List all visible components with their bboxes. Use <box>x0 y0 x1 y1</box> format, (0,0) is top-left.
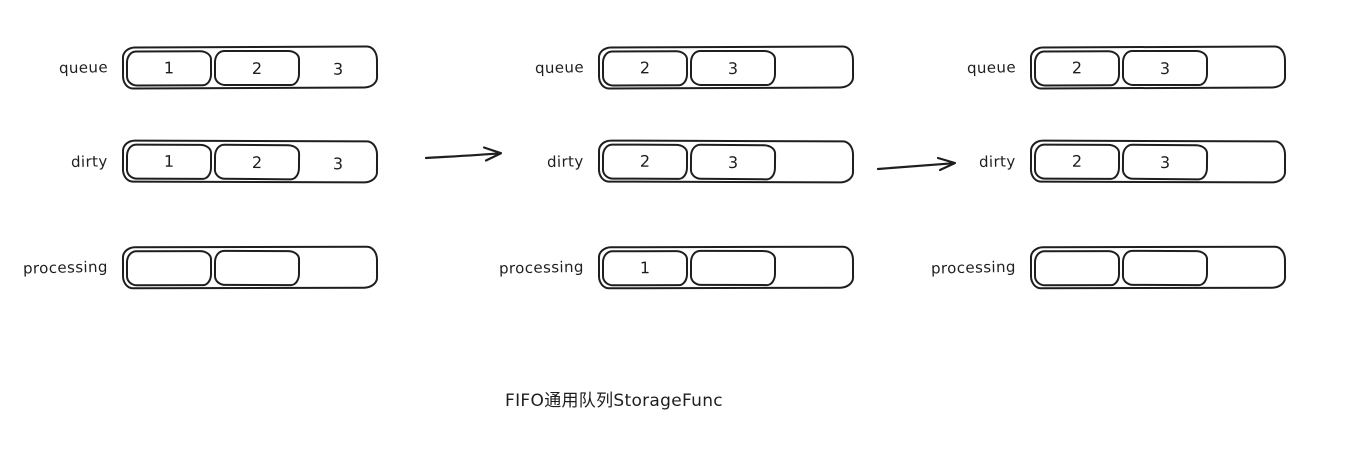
row-label: processing <box>498 257 585 278</box>
queue-item-cell: 2 <box>1033 49 1121 87</box>
queue-item-text: 3 <box>332 59 344 79</box>
queue-item-cell: 2 <box>213 143 301 180</box>
empty-slot <box>778 144 850 180</box>
row-label: queue <box>534 57 585 77</box>
empty-slot <box>1210 249 1282 285</box>
queue-item-cell: 1 <box>125 49 213 87</box>
row-label: dirty <box>979 151 1017 171</box>
queue-item-cell: 2 <box>213 49 301 86</box>
arrow-state1-to-state2-icon <box>424 146 503 162</box>
diagram-caption: FIFO通用队列StorageFunc <box>505 391 723 411</box>
row-label: dirty <box>71 151 109 171</box>
queue-item-cell: 3 <box>1121 49 1209 86</box>
empty-slot <box>1210 49 1282 85</box>
queue-item-cell: 3 <box>689 49 777 86</box>
queue-item-cell <box>213 249 301 286</box>
row-processing: processing <box>931 245 1287 290</box>
empty-slot <box>778 49 850 85</box>
empty-slot <box>778 249 850 285</box>
row-label: processing <box>22 257 109 278</box>
queue-item-cell: 1 <box>601 249 689 286</box>
slot-container <box>121 245 379 290</box>
queue-item-cell: 3 <box>689 143 777 180</box>
queue-item-cell: 2 <box>1033 143 1121 180</box>
arrow-state2-to-state3-icon <box>876 156 957 172</box>
slot-container <box>1029 245 1287 290</box>
queue-item-cell: 2 <box>601 49 689 87</box>
queue-item-cell <box>125 249 213 286</box>
row-label: dirty <box>547 151 585 171</box>
slot-container: 1 <box>597 245 855 290</box>
empty-slot <box>302 249 374 285</box>
empty-slot <box>1210 144 1282 180</box>
row-label: queue <box>966 57 1017 77</box>
queue-item-text: 3 <box>332 154 344 174</box>
queue-item-cell <box>1121 249 1209 286</box>
queue-item-cell <box>1033 249 1121 286</box>
queue-item-cell <box>689 249 777 286</box>
queue-item-cell: 3 <box>1121 143 1209 180</box>
row-processing: processing <box>23 245 379 290</box>
row-label: processing <box>930 257 1017 278</box>
queue-item-cell: 2 <box>601 143 689 180</box>
queue-item-cell: 1 <box>125 143 213 180</box>
row-processing: processing 1 <box>499 245 855 290</box>
row-label: queue <box>58 57 109 77</box>
